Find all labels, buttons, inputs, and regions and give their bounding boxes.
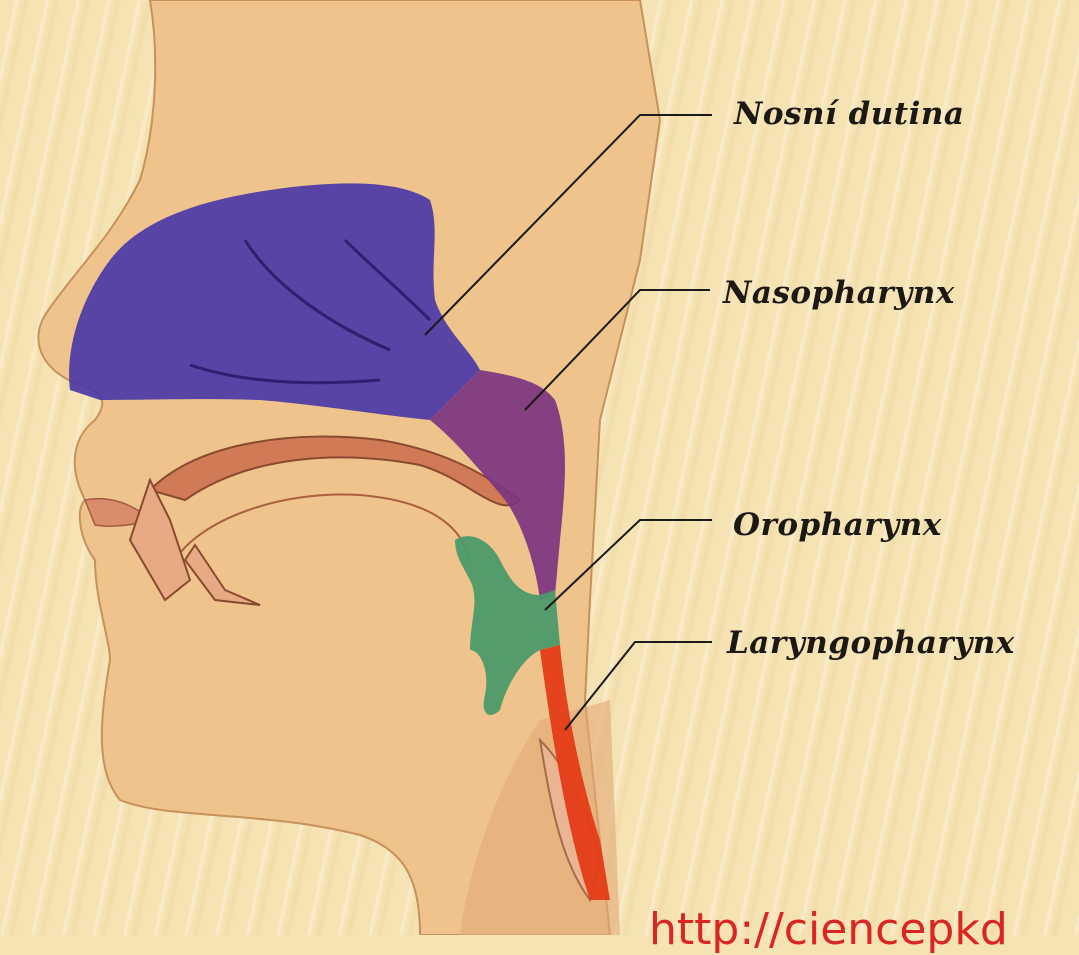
- label-laryngopharynx: Laryngopharynx: [727, 625, 1015, 661]
- source-url-link[interactable]: http://ciencepkd: [649, 904, 1008, 955]
- label-nasopharynx: Nasopharynx: [723, 275, 955, 311]
- label-nasal-cavity: Nosní dutina: [734, 96, 965, 132]
- head-cross-section-illustration: [0, 0, 1079, 935]
- label-oropharynx: Oropharynx: [733, 507, 942, 543]
